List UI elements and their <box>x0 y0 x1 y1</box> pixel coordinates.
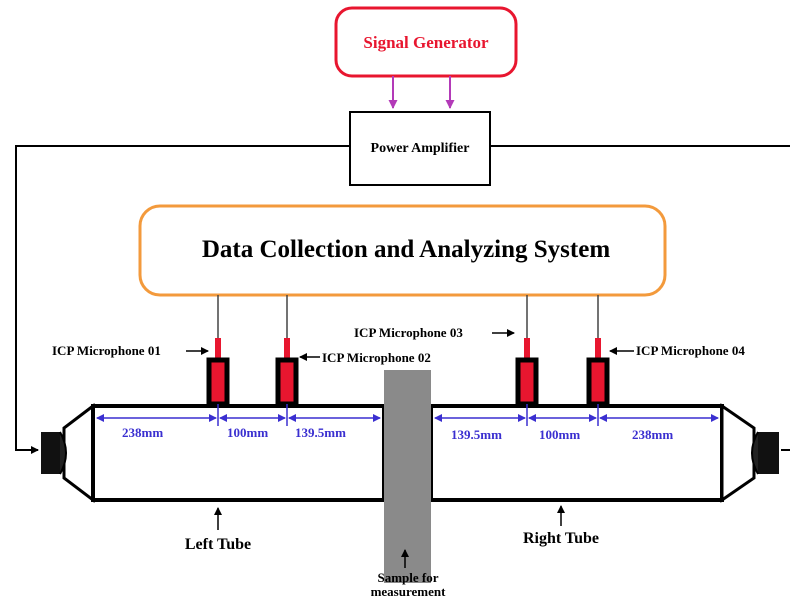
left-speaker-horn <box>62 402 95 504</box>
left-speaker <box>41 432 61 474</box>
power-amplifier-label: Power Amplifier <box>371 141 470 156</box>
right-speaker-horn <box>720 403 756 503</box>
right-speaker-cone <box>751 431 759 475</box>
dim-label-238-left: 238mm <box>122 425 163 440</box>
mic-01 <box>206 338 230 407</box>
dim-label-139-left: 139.5mm <box>295 425 346 440</box>
sample-block <box>384 370 431 583</box>
mic-04 <box>586 338 610 407</box>
dimension-ticks <box>217 404 599 426</box>
mic-04-label: ICP Microphone 04 <box>636 343 745 358</box>
right-tube-label: Right Tube <box>523 530 599 547</box>
left-feed-line <box>15 145 350 454</box>
left-tube <box>91 404 386 502</box>
mic-03 <box>515 338 539 407</box>
left-speaker-cone <box>59 431 67 475</box>
mic-03-label: ICP Microphone 03 <box>354 325 463 340</box>
left-tube-label: Left Tube <box>185 536 251 553</box>
mic-02-label: ICP Microphone 02 <box>322 350 431 365</box>
daq-system-label: Data Collection and Analyzing System <box>202 236 611 263</box>
right-speaker <box>757 432 779 474</box>
power-amplifier-box <box>349 111 491 186</box>
signal-generator-box <box>334 6 518 78</box>
sample-label-line-1: Sample for <box>377 570 438 585</box>
dim-label-139-right: 139.5mm <box>451 427 502 442</box>
mic-02 <box>275 338 299 407</box>
right-tube <box>429 404 724 502</box>
dim-label-100-right: 100mm <box>539 427 580 442</box>
sample-label-line-2: measurement <box>371 584 447 599</box>
daq-system-box <box>138 204 667 297</box>
mic-01-label: ICP Microphone 01 <box>52 343 161 358</box>
signal-generator-label: Signal Generator <box>363 33 489 52</box>
dim-label-100-left: 100mm <box>227 425 268 440</box>
dim-label-238-right: 238mm <box>632 427 673 442</box>
